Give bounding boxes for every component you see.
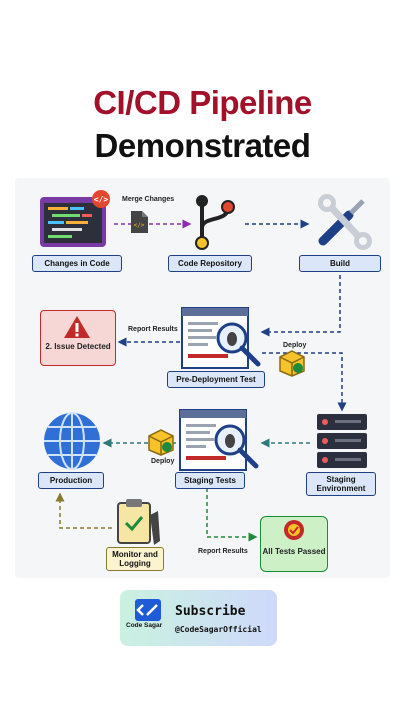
report-results-label-1: Report Results	[128, 326, 178, 333]
arrow-monitor	[55, 492, 112, 529]
staging-tests-label: Staging Tests	[175, 472, 245, 489]
subscribe-title[interactable]: Subscribe	[175, 604, 246, 619]
globe-icon	[44, 412, 100, 470]
svg-text:</>: </>	[94, 195, 109, 204]
deploy-box-icon-2	[148, 429, 174, 456]
staging-test-icon	[179, 409, 259, 471]
pre-deployment-test-label: Pre-Deployment Test	[167, 371, 265, 388]
warning-icon	[64, 316, 90, 338]
deploy-label-2: Deploy	[151, 458, 175, 465]
staging-environment-label: Staging Environment	[306, 472, 376, 496]
all-tests-passed-box	[260, 516, 328, 572]
git-branch-icon	[195, 195, 235, 250]
issue-detected-label: 2. Issue Detected	[45, 342, 111, 351]
tools-icon	[318, 194, 372, 250]
badge-icon	[284, 520, 304, 540]
subscribe-handle: @CodeSagarOfficial	[175, 625, 262, 634]
merge-changes-label: Merge Changes	[122, 196, 175, 203]
file-icon: </>	[131, 211, 148, 233]
deploy-label-1: Deploy	[283, 342, 307, 349]
arrow-report2	[206, 488, 258, 542]
build-label: Build	[299, 255, 381, 272]
changes-in-code-label: Changes in Code	[32, 255, 122, 272]
code-repository-label: Code Repository	[168, 255, 252, 272]
code-editor-icon: </>	[40, 190, 110, 247]
code-sagar-logo-icon	[135, 599, 161, 621]
code-sagar-logo-text: Code Sagar	[126, 622, 163, 629]
deploy-box-icon	[279, 350, 305, 377]
arrow-deploy1	[262, 352, 347, 412]
svg-text:</>: </>	[134, 222, 145, 229]
title-line-2: Demonstrated	[94, 127, 311, 164]
server-icon	[317, 414, 367, 468]
title-line-1: CI/CD Pipeline	[93, 84, 312, 121]
test-report-icon	[181, 307, 261, 369]
report-results-label-2: Report Results	[198, 548, 248, 555]
production-label: Production	[38, 472, 104, 489]
monitor-logging-label: Monitor and Logging	[106, 547, 164, 571]
arrow-build-predeploy	[260, 275, 341, 337]
all-tests-passed-label: All Tests Passed	[262, 547, 326, 556]
clipboard-icon	[117, 499, 160, 545]
